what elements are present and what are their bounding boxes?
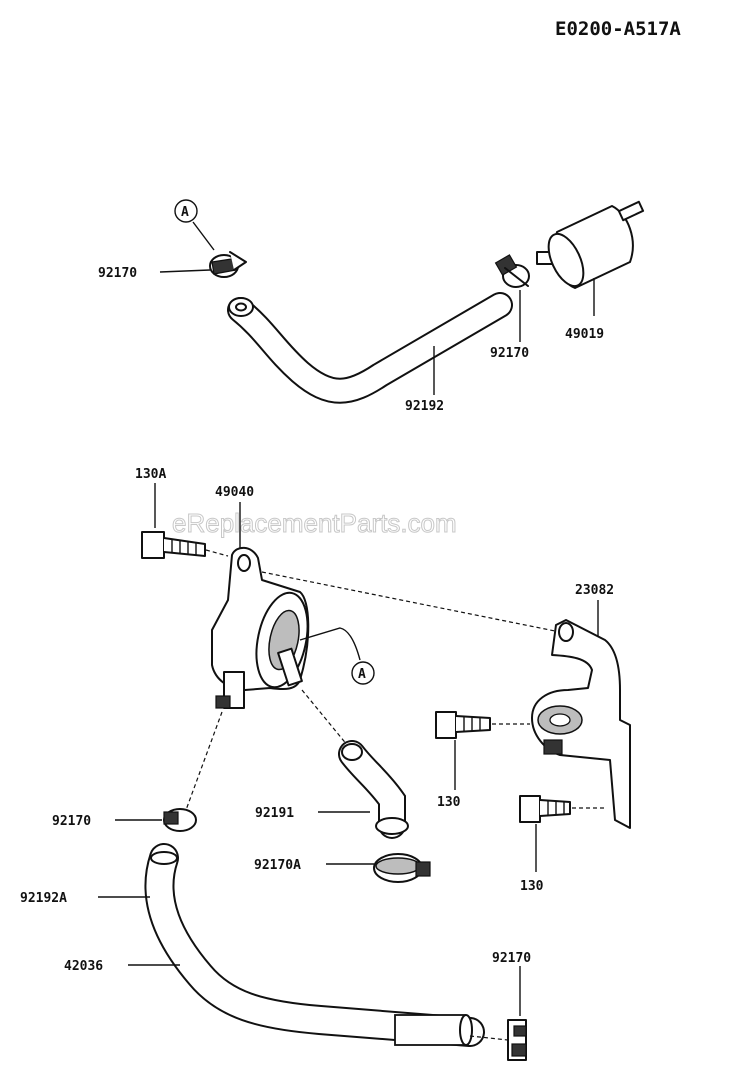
label-92170-bottom[interactable]: 92170 bbox=[492, 951, 531, 966]
label-92192a[interactable]: 92192A bbox=[20, 891, 67, 906]
svg-text:A: A bbox=[181, 205, 189, 220]
label-130-lower[interactable]: 130 bbox=[520, 879, 544, 894]
hose-top[interactable] bbox=[227, 292, 513, 404]
watermark: eReplacementParts.com bbox=[172, 508, 457, 538]
label-92192[interactable]: 92192 bbox=[405, 399, 444, 414]
bolt-130a[interactable] bbox=[141, 531, 206, 559]
clamp-elbow[interactable] bbox=[373, 853, 431, 883]
hose-elbow[interactable] bbox=[338, 740, 409, 839]
label-49040[interactable]: 49040 bbox=[215, 485, 254, 500]
label-130a[interactable]: 130A bbox=[135, 467, 166, 482]
clamp-bottom[interactable] bbox=[507, 1019, 527, 1061]
bolt-130-upper[interactable] bbox=[435, 711, 491, 739]
fuel-pump[interactable] bbox=[211, 546, 315, 709]
reference-marker-mid[interactable]: A bbox=[351, 661, 375, 685]
label-92170-top-left[interactable]: 92170 bbox=[98, 266, 137, 281]
svg-text:A: A bbox=[358, 667, 366, 682]
fuel-filter[interactable] bbox=[536, 200, 645, 291]
hose-bottom[interactable] bbox=[144, 843, 485, 1047]
label-92170-mid-left[interactable]: 92170 bbox=[52, 814, 91, 829]
label-42036[interactable]: 42036 bbox=[64, 959, 103, 974]
label-92191[interactable]: 92191 bbox=[255, 806, 294, 821]
label-92170-top-right[interactable]: 92170 bbox=[490, 346, 529, 361]
label-23082[interactable]: 23082 bbox=[575, 583, 614, 598]
reference-marker-top[interactable]: A bbox=[174, 199, 198, 223]
clamp-top-left[interactable] bbox=[209, 251, 247, 278]
bolt-130-lower[interactable] bbox=[519, 795, 571, 823]
label-130-upper[interactable]: 130 bbox=[437, 795, 461, 810]
label-49019[interactable]: 49019 bbox=[565, 327, 604, 342]
clamp-top-right[interactable] bbox=[494, 254, 530, 288]
diagram-code: E0200-A517A bbox=[555, 18, 681, 40]
label-92170a[interactable]: 92170A bbox=[254, 858, 301, 873]
bracket[interactable] bbox=[531, 619, 631, 829]
clamp-mid-left[interactable] bbox=[163, 808, 197, 832]
